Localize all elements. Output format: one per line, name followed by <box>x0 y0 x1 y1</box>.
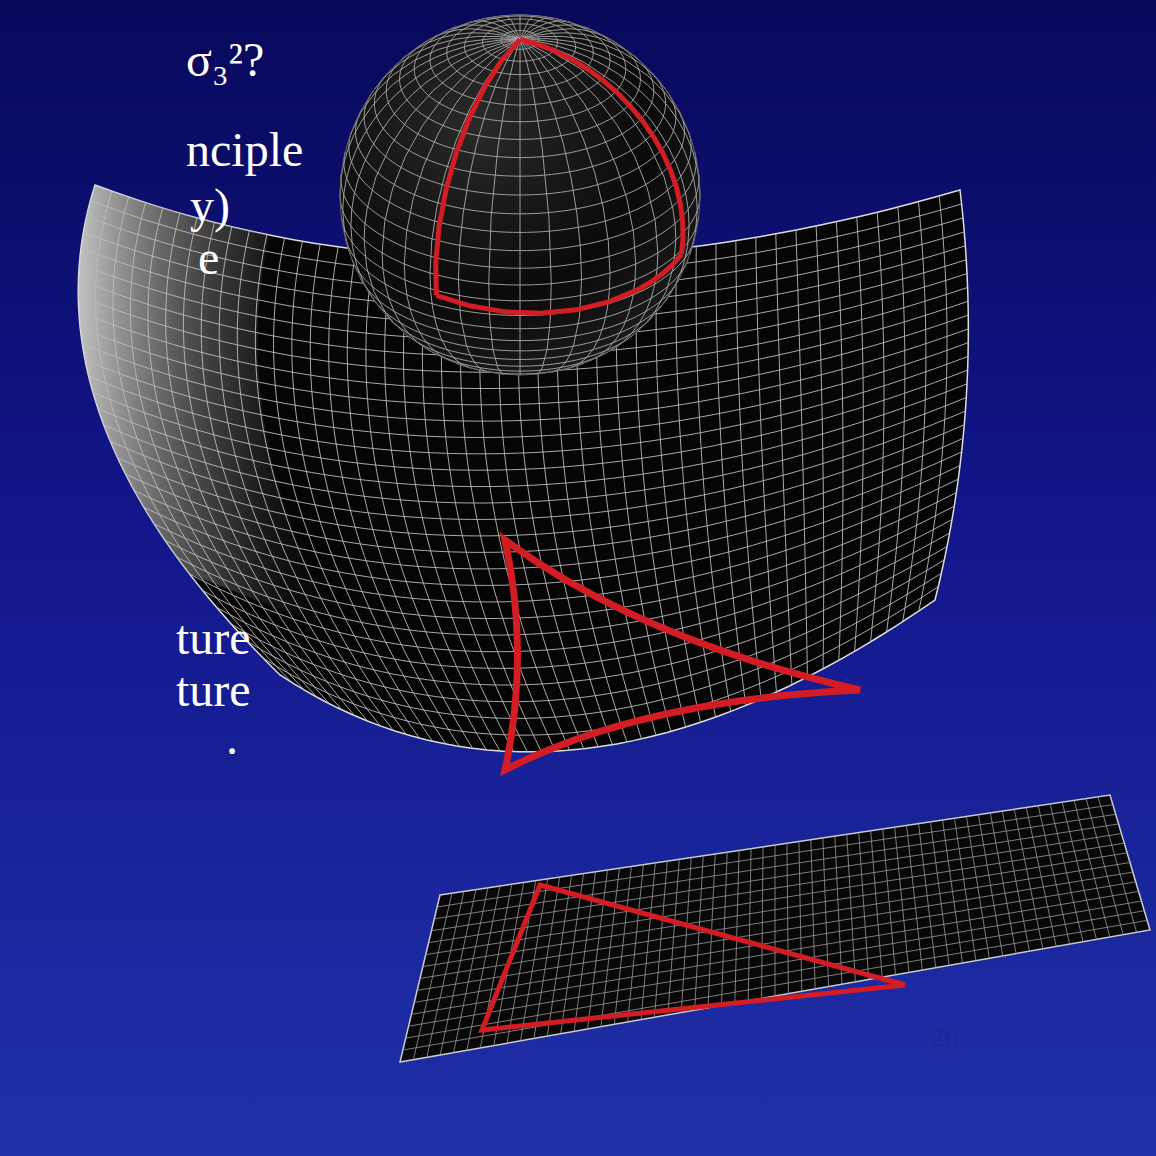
slide-text: σ₃²? <box>186 34 264 87</box>
sphere <box>340 15 700 375</box>
slide-text: y) <box>190 180 230 233</box>
flat-plane <box>400 795 1150 1062</box>
slide-text: ture <box>176 612 251 665</box>
slide-text: nciple <box>186 124 303 177</box>
slide-text: ture <box>176 664 251 717</box>
slide-text: . <box>226 712 238 765</box>
slide-text: e <box>198 232 219 285</box>
page-number: 26 <box>930 1022 958 1053</box>
